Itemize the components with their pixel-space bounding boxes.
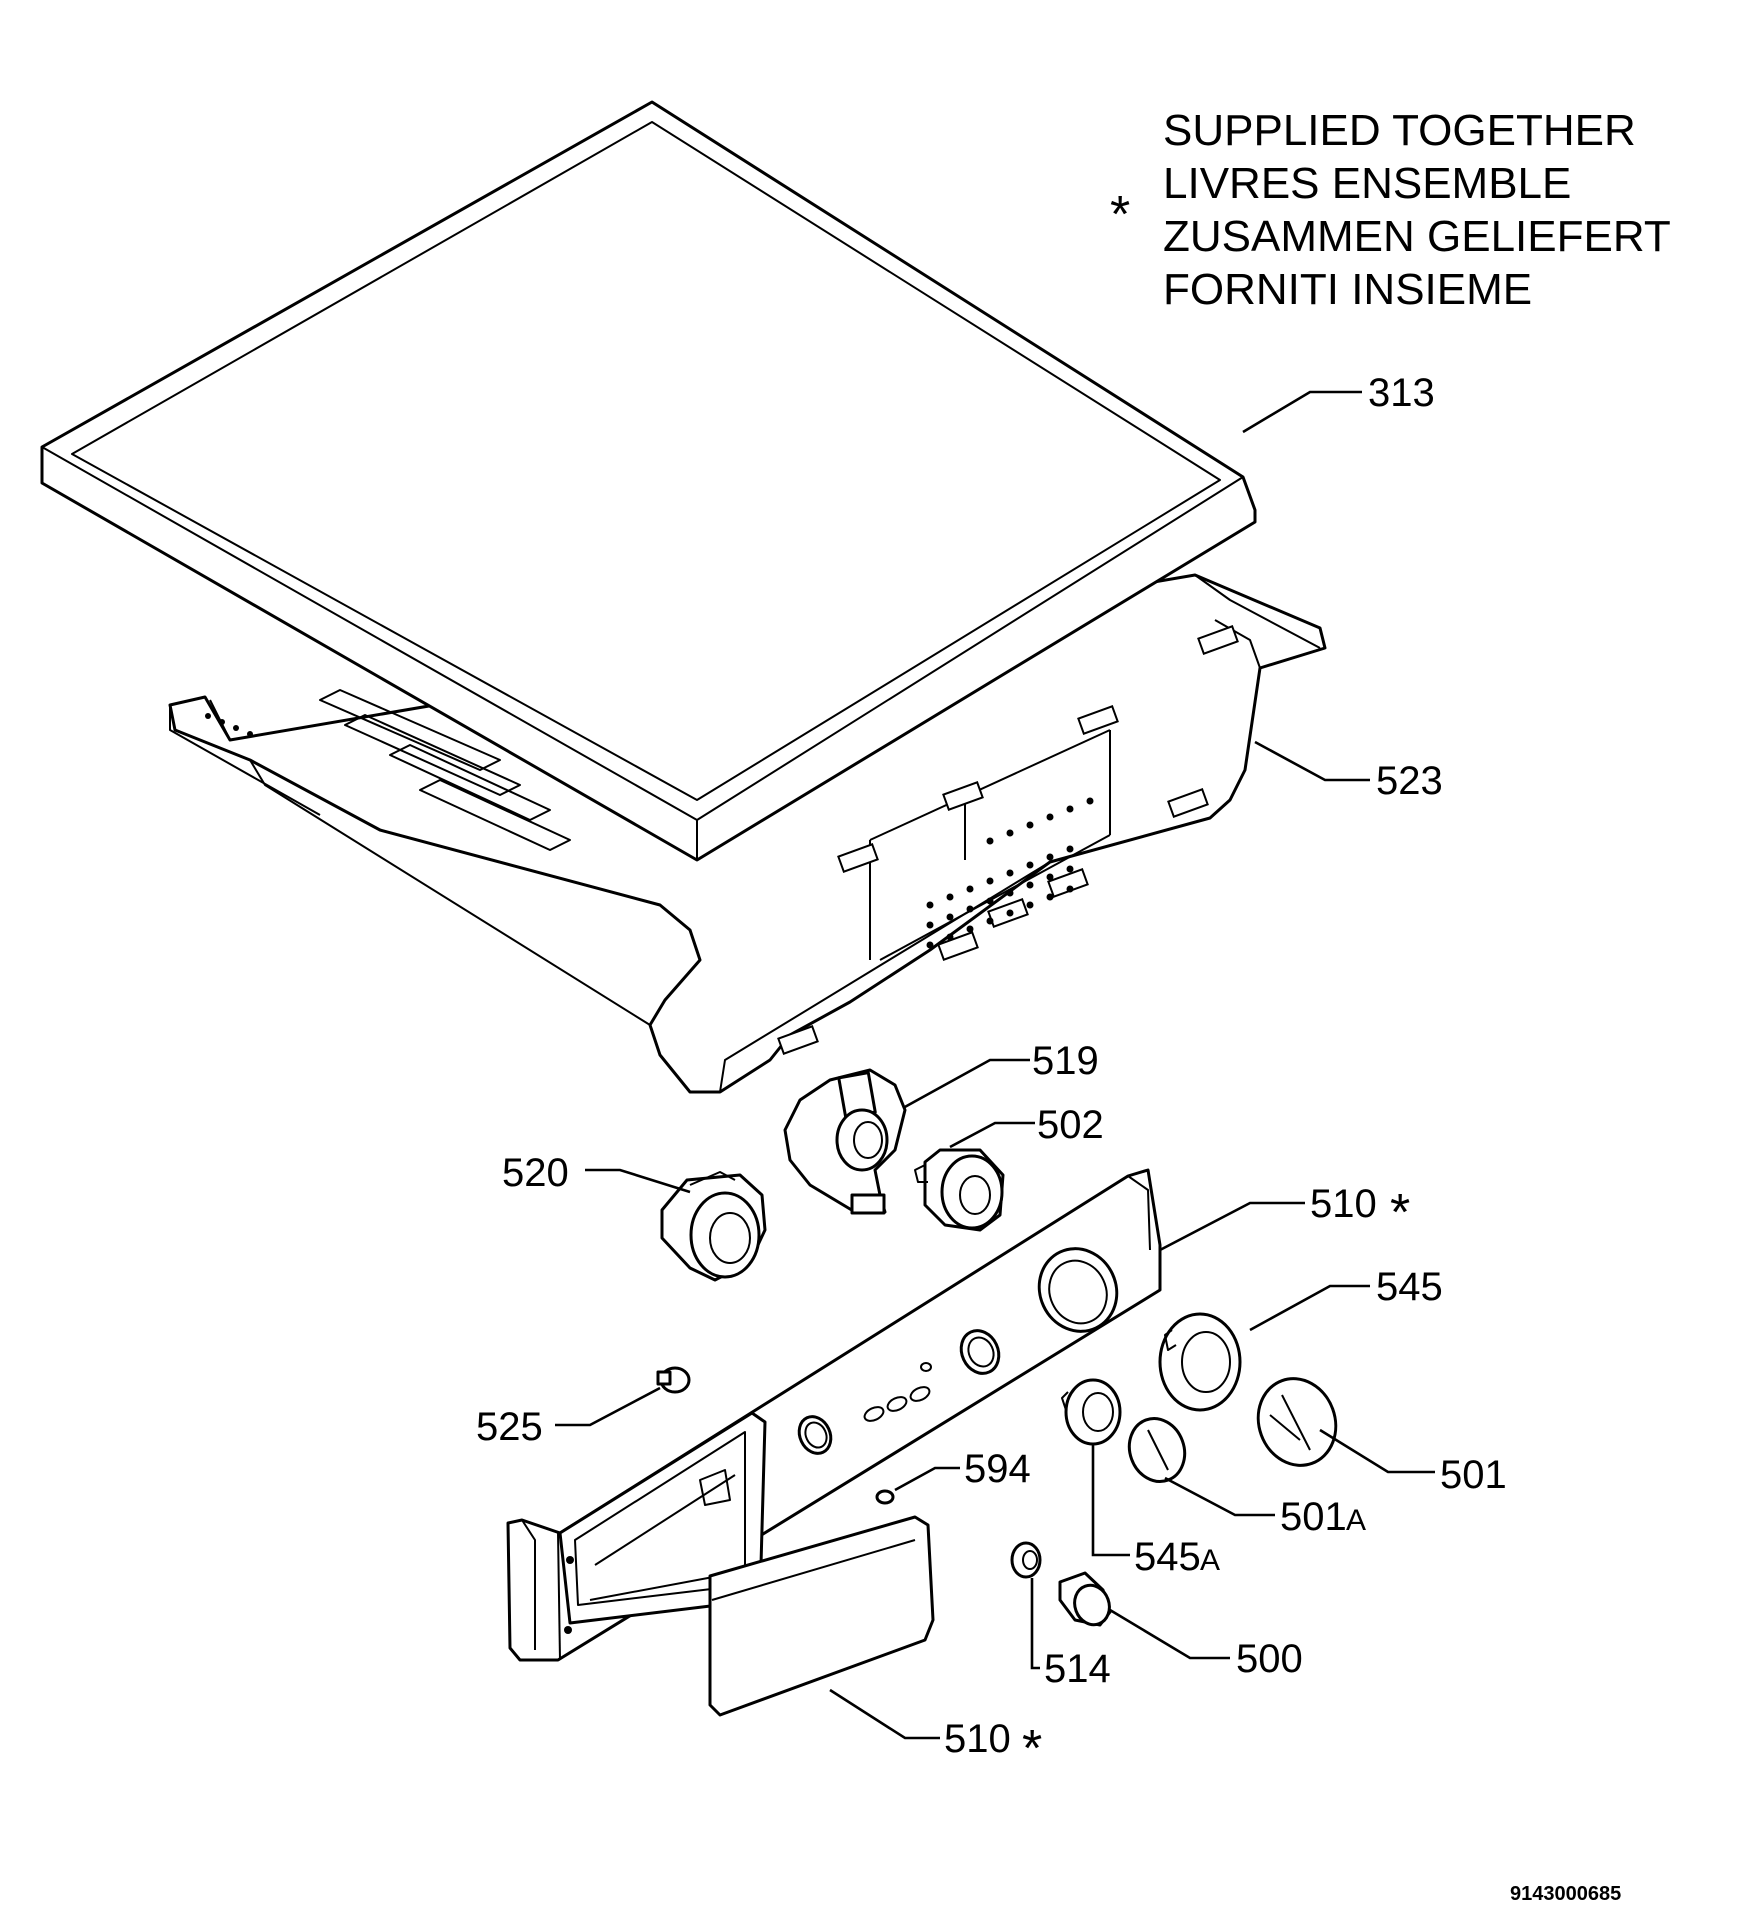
legend-line-fr: LIVRES ENSEMBLE	[1163, 159, 1571, 208]
label-500: 500	[1236, 1637, 1303, 1681]
drawing-code: 9143000685	[1510, 1883, 1621, 1905]
label-510-top-mark: *	[1390, 1184, 1410, 1242]
label-510-bottom-mark: *	[1022, 1720, 1042, 1778]
leader-lines	[555, 390, 1435, 1740]
label-501a: 501	[1280, 1495, 1347, 1539]
label-510-top: 510	[1310, 1182, 1377, 1226]
part-545-switch	[1158, 1312, 1242, 1412]
label-545: 545	[1376, 1265, 1443, 1309]
part-501a-knob	[1127, 1417, 1187, 1483]
label-514: 514	[1044, 1647, 1111, 1691]
label-523: 523	[1376, 759, 1443, 803]
label-545a: 545	[1134, 1535, 1201, 1579]
part-500-push-button	[1058, 1571, 1112, 1627]
legend: * SUPPLIED TOGETHER LIVRES ENSEMBLE ZUSA…	[1110, 106, 1671, 314]
part-545a-switch	[1061, 1378, 1122, 1446]
label-594: 594	[964, 1447, 1031, 1491]
label-510-bottom: 510	[944, 1717, 1011, 1761]
label-545a-suffix: A	[1200, 1544, 1220, 1577]
legend-asterisk: *	[1110, 186, 1130, 244]
label-525: 525	[476, 1405, 543, 1449]
part-313-lid	[40, 100, 1257, 862]
part-labels: 313 523 519 502 520 510 * 545 525 594 50…	[476, 371, 1507, 1778]
part-594-light-pipe	[875, 1489, 895, 1505]
label-501: 501	[1440, 1453, 1507, 1497]
label-501a-suffix: A	[1346, 1504, 1366, 1537]
label-519: 519	[1032, 1039, 1099, 1083]
part-502-switch	[914, 1148, 1005, 1232]
label-520: 520	[502, 1151, 569, 1195]
legend-line-en: SUPPLIED TOGETHER	[1163, 106, 1636, 155]
legend-line-de: ZUSAMMEN GELIEFERT	[1163, 212, 1671, 261]
part-520-housing	[660, 1171, 767, 1282]
part-510-drawer-handle	[708, 1515, 935, 1717]
label-502: 502	[1037, 1103, 1104, 1147]
part-519-bracket	[783, 1068, 907, 1215]
part-501-knob	[1256, 1377, 1338, 1467]
part-510-control-panel	[506, 1168, 1162, 1662]
part-525-indicator	[656, 1366, 691, 1394]
label-313: 313	[1368, 371, 1435, 415]
part-514-spacer	[1010, 1541, 1042, 1579]
legend-line-it: FORNITI INSIEME	[1163, 265, 1532, 314]
grille-dots	[205, 713, 1094, 949]
